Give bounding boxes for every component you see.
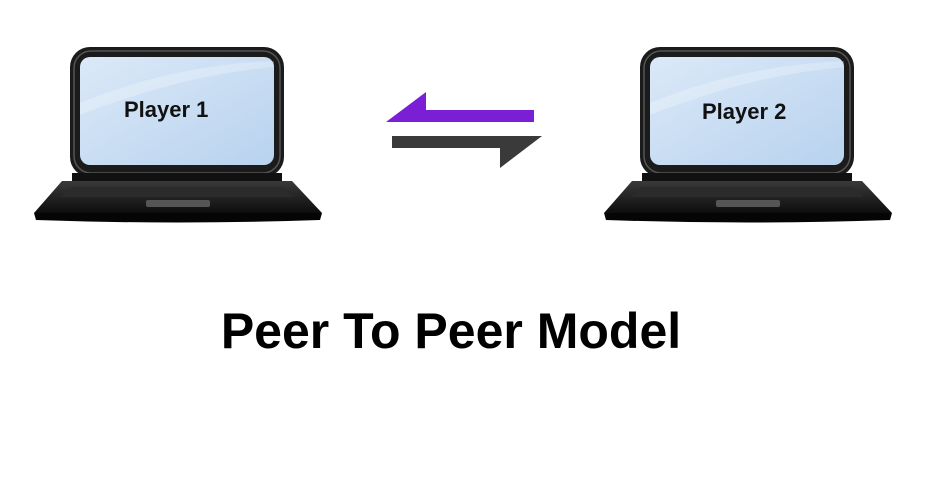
- laptop-icon: [34, 47, 322, 223]
- laptop-player-2: Player 2: [602, 45, 894, 225]
- laptop-player-1: Player 1: [32, 45, 324, 225]
- left-arrow-icon: [386, 92, 534, 122]
- player-1-label: Player 1: [124, 97, 209, 122]
- laptop-icon: [604, 47, 892, 223]
- right-arrow-icon: [392, 136, 542, 168]
- player-2-label: Player 2: [702, 99, 787, 124]
- bidirectional-arrows-icon: [386, 92, 542, 168]
- diagram-title: Peer To Peer Model: [220, 303, 682, 359]
